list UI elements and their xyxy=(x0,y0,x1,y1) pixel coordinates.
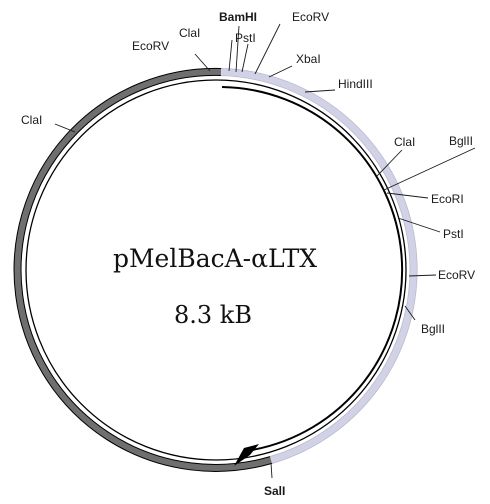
ecorv-2-label: EcoRV xyxy=(292,10,329,24)
psti-2-label: PstI xyxy=(443,227,464,241)
hindiii-label: HindIII xyxy=(338,77,373,91)
sali-label: SalI xyxy=(264,484,285,498)
plasmid-name: pMelBacA-αLTX xyxy=(113,244,317,273)
clai-3-label: ClaI xyxy=(21,113,42,127)
psti-2-leader xyxy=(397,217,441,233)
ecorv-1-label: EcoRV xyxy=(132,39,169,53)
ecorv-3-leader xyxy=(408,274,437,277)
orientation-arrow-head xyxy=(234,444,259,466)
sali-leader xyxy=(270,462,273,479)
clai-2-label: ClaI xyxy=(394,135,415,149)
bglii-2-label: BglII xyxy=(421,322,445,336)
orientation-arrow-arc xyxy=(221,86,404,451)
ecorv-2-leader xyxy=(254,23,281,75)
bamhi-label: BamHI xyxy=(219,10,257,24)
clai-1-leader xyxy=(228,39,233,72)
xbai-leader xyxy=(268,65,293,78)
plasmid-outline-circle xyxy=(25,79,407,461)
clai-1-label: ClaI xyxy=(179,26,200,40)
bglii-2-leader xyxy=(404,305,416,321)
plasmid-size: 8.3 kB xyxy=(174,301,252,329)
bglii-1-label: BglII xyxy=(449,134,473,148)
backbone-segment-fill xyxy=(14,68,274,471)
bglii-1-leader xyxy=(383,147,476,191)
ecorv-1-leader xyxy=(194,53,211,72)
clai-3-leader xyxy=(54,123,76,133)
ecorv-3-label: EcoRV xyxy=(438,268,475,282)
psti-1-label: PstI xyxy=(235,31,256,45)
bamhi-leader xyxy=(235,25,240,73)
psti-1-leader xyxy=(241,43,249,73)
insert-segment-fill xyxy=(220,68,417,464)
xbai-label: XbaI xyxy=(296,52,321,66)
hindiii-leader xyxy=(304,89,336,93)
ecori-leader xyxy=(386,192,429,199)
ecori-label: EcoRI xyxy=(431,192,464,206)
clai-2-leader xyxy=(376,149,403,177)
